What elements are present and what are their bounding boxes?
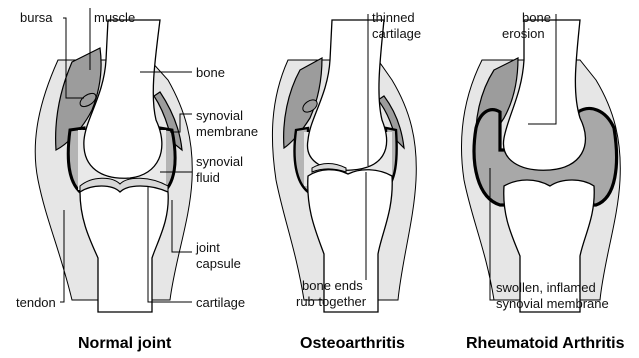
- label-joint-capsule-1: joint: [195, 240, 220, 255]
- label-bone-erosion-1: bone: [522, 10, 551, 25]
- label-bone-ends-2: rub together: [296, 294, 367, 309]
- label-synovial-fluid-1: synovial: [196, 154, 243, 169]
- label-tendon: tendon: [16, 295, 56, 310]
- normal-joint-illustration: [35, 20, 192, 312]
- label-thinned-cartilage-2: cartilage: [372, 26, 421, 41]
- label-bone-ends-1: bone ends: [302, 278, 363, 293]
- label-joint-capsule-2: capsule: [196, 256, 241, 271]
- caption-normal-joint: Normal joint: [78, 335, 172, 352]
- label-synovial-membrane-2: membrane: [196, 124, 258, 139]
- label-synovial-fluid-2: fluid: [196, 170, 220, 185]
- label-thinned-cartilage-1: thinned: [372, 10, 415, 25]
- label-synovial-membrane-1: synovial: [196, 108, 243, 123]
- rheumatoid-illustration: [461, 20, 620, 312]
- caption-osteoarthritis: Osteoarthritis: [300, 335, 405, 352]
- label-bursa: bursa: [20, 10, 53, 25]
- label-swollen-2: synovial membrane: [496, 296, 609, 311]
- label-cartilage: cartilage: [196, 295, 245, 310]
- label-bone: bone: [196, 65, 225, 80]
- label-muscle: muscle: [94, 10, 135, 25]
- label-swollen-1: swollen, inflamed: [496, 280, 596, 295]
- caption-rheumatoid-arthritis: Rheumatoid Arthritis: [466, 335, 625, 352]
- osteoarthritis-illustration: [272, 20, 416, 312]
- label-bone-erosion-2: erosion: [502, 26, 545, 41]
